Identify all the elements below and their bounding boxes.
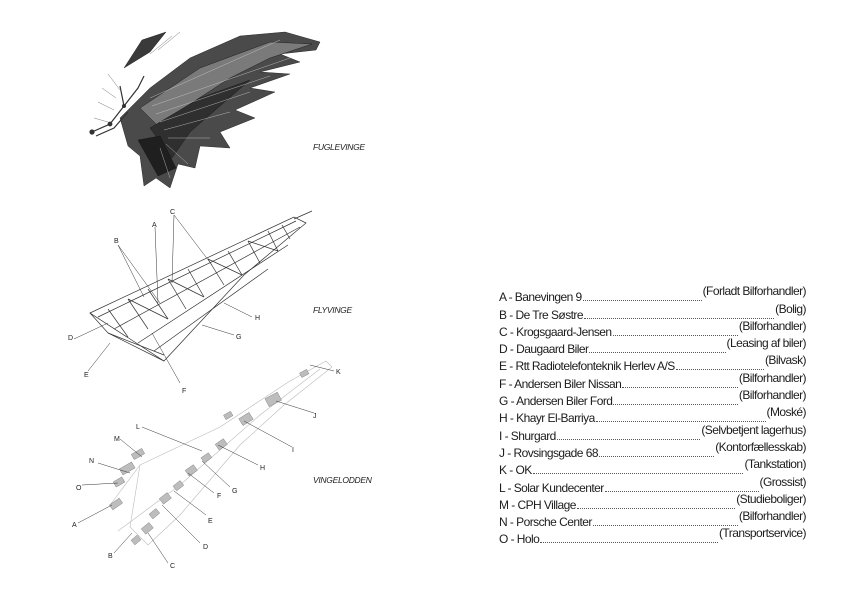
site-map-caption: VINGELODDEN	[313, 475, 372, 485]
legend-row: J - Rovsingsgade 68 (Kontorfællesskab)	[499, 439, 807, 460]
leader-dots	[595, 421, 766, 423]
plane-label-g: G	[236, 334, 241, 341]
legend-row: N - Porsche Center (Bilforhandler)	[499, 509, 807, 530]
map-label-d: D	[203, 544, 208, 551]
legend-category: (Selvbetjent lagerhus)	[701, 422, 806, 437]
legend-name: O - Holo	[499, 532, 540, 547]
map-label-e: E	[208, 518, 213, 525]
legend-row: F - Andersen Biler Nissan (Bilforhandler)	[499, 370, 807, 391]
leader-dots	[612, 334, 738, 336]
legend-category: (Forladt Bilforhandler)	[702, 284, 807, 299]
legend-name: F - Andersen Biler Nissan	[499, 376, 622, 391]
leader-dots	[532, 473, 744, 475]
legend-name: D - Daugaard Biler	[499, 342, 589, 357]
legend-row: O - Holo (Transportservice)	[499, 526, 807, 547]
map-label-c: C	[170, 563, 175, 570]
map-label-g: G	[232, 488, 237, 495]
legend-name: L - Solar Kundecenter	[499, 480, 604, 495]
legend-name: M - CPH Village	[499, 497, 576, 512]
leader-dots	[540, 542, 718, 544]
location-legend: A - Banevingen 9(Forladt Bilforhandler) …	[499, 284, 807, 547]
leader-dots	[604, 490, 759, 492]
map-label-o: O	[76, 485, 82, 492]
map-label-m: M	[114, 436, 120, 443]
plane-label-b: B	[114, 238, 119, 245]
legend-category: (Bilforhandler)	[738, 509, 807, 524]
legend-row: L - Solar Kundecenter (Grossist)	[499, 474, 807, 495]
leader-dots	[589, 352, 726, 354]
legend-row: G - Andersen Biler Ford (Bilforhandler)	[499, 388, 807, 409]
map-label-i: I	[292, 447, 294, 454]
legend-row: E - Rtt Radiotelefonteknik Herlev A/S (Bi…	[499, 353, 807, 374]
leader-dots	[598, 455, 715, 457]
bird-wing-illustration	[80, 28, 325, 193]
plane-label-f: F	[182, 388, 186, 395]
plane-wing-diagram: A B C D E F G H	[68, 205, 348, 400]
plane-label-d: D	[68, 335, 73, 342]
plane-label-e: E	[84, 372, 89, 379]
site-map-diagram: K J I H G F E D C B A O N M L	[70, 355, 355, 575]
legend-name: G - Andersen Biler Ford	[499, 394, 613, 409]
legend-category: (Kontorfællesskab)	[715, 439, 806, 454]
legend-row: K - OK (Tankstation)	[499, 457, 807, 478]
legend-name: J - Rovsingsgade 68	[499, 445, 599, 460]
leader-dots	[675, 369, 764, 371]
legend-row: H - Khayr El-Barriya (Moské)	[499, 405, 807, 426]
map-label-j: J	[313, 413, 317, 420]
legend-row: I - Shurgard (Selvbetjent lagerhus)	[499, 422, 807, 443]
legend-category: (Grossist)	[759, 474, 807, 489]
leader-dots	[613, 404, 738, 406]
legend-category: (Transportservice)	[718, 526, 807, 541]
legend-category: (Tankstation)	[744, 457, 806, 472]
map-label-l: L	[136, 424, 140, 431]
legend-row: D - Daugaard Biler (Leasing af biler)	[499, 336, 807, 357]
legend-name: N - Porsche Center	[499, 515, 592, 530]
legend-category: (Moské)	[766, 405, 807, 420]
leader-dots	[582, 300, 702, 302]
legend-category: (Bolig)	[775, 301, 806, 316]
leader-dots	[622, 386, 738, 388]
legend-name: I - Shurgard	[499, 428, 556, 443]
plane-label-c: C	[170, 209, 175, 216]
plane-label-h: H	[255, 315, 260, 322]
bird-wing-caption: FUGLEVINGE	[313, 142, 365, 152]
leader-dots	[556, 438, 701, 440]
leader-dots	[584, 317, 775, 319]
legend-category: (Leasing af biler)	[726, 336, 807, 351]
legend-row: B - De Tre Søstre (Bolig)	[499, 301, 807, 322]
legend-category: (Bilvask)	[764, 353, 807, 368]
legend-category: (Bilforhandler)	[738, 370, 807, 385]
legend-name: E - Rtt Radiotelefonteknik Herlev A/S	[499, 359, 675, 374]
plane-wing-caption: FLYVINGE	[313, 305, 352, 315]
legend-category: (Studieboliger)	[736, 491, 806, 506]
legend-name: C - Krogsgaard-Jensen	[499, 324, 612, 339]
legend-category: (Bilforhandler)	[738, 318, 807, 333]
map-label-b: B	[108, 553, 113, 560]
legend-name: K - OK	[499, 463, 532, 478]
map-label-k: K	[336, 369, 341, 376]
legend-name: A - Banevingen 9	[499, 290, 582, 305]
map-label-n: N	[89, 458, 94, 465]
map-label-a: A	[72, 522, 77, 529]
map-label-h: H	[260, 465, 265, 472]
leader-dots	[592, 525, 738, 527]
legend-category: (Bilforhandler)	[738, 388, 807, 403]
legend-name: B - De Tre Søstre	[499, 307, 584, 322]
plane-label-a: A	[152, 222, 157, 229]
map-label-f: F	[217, 493, 221, 500]
legend-name: H - Khayr El-Barriya	[499, 411, 595, 426]
legend-row: A - Banevingen 9 (Forladt Bilforhandler)	[499, 284, 807, 305]
legend-row: M - CPH Village (Studieboliger)	[499, 491, 807, 512]
leader-dots	[576, 507, 736, 509]
legend-row: C - Krogsgaard-Jensen (Bilforhandler)	[499, 318, 807, 339]
